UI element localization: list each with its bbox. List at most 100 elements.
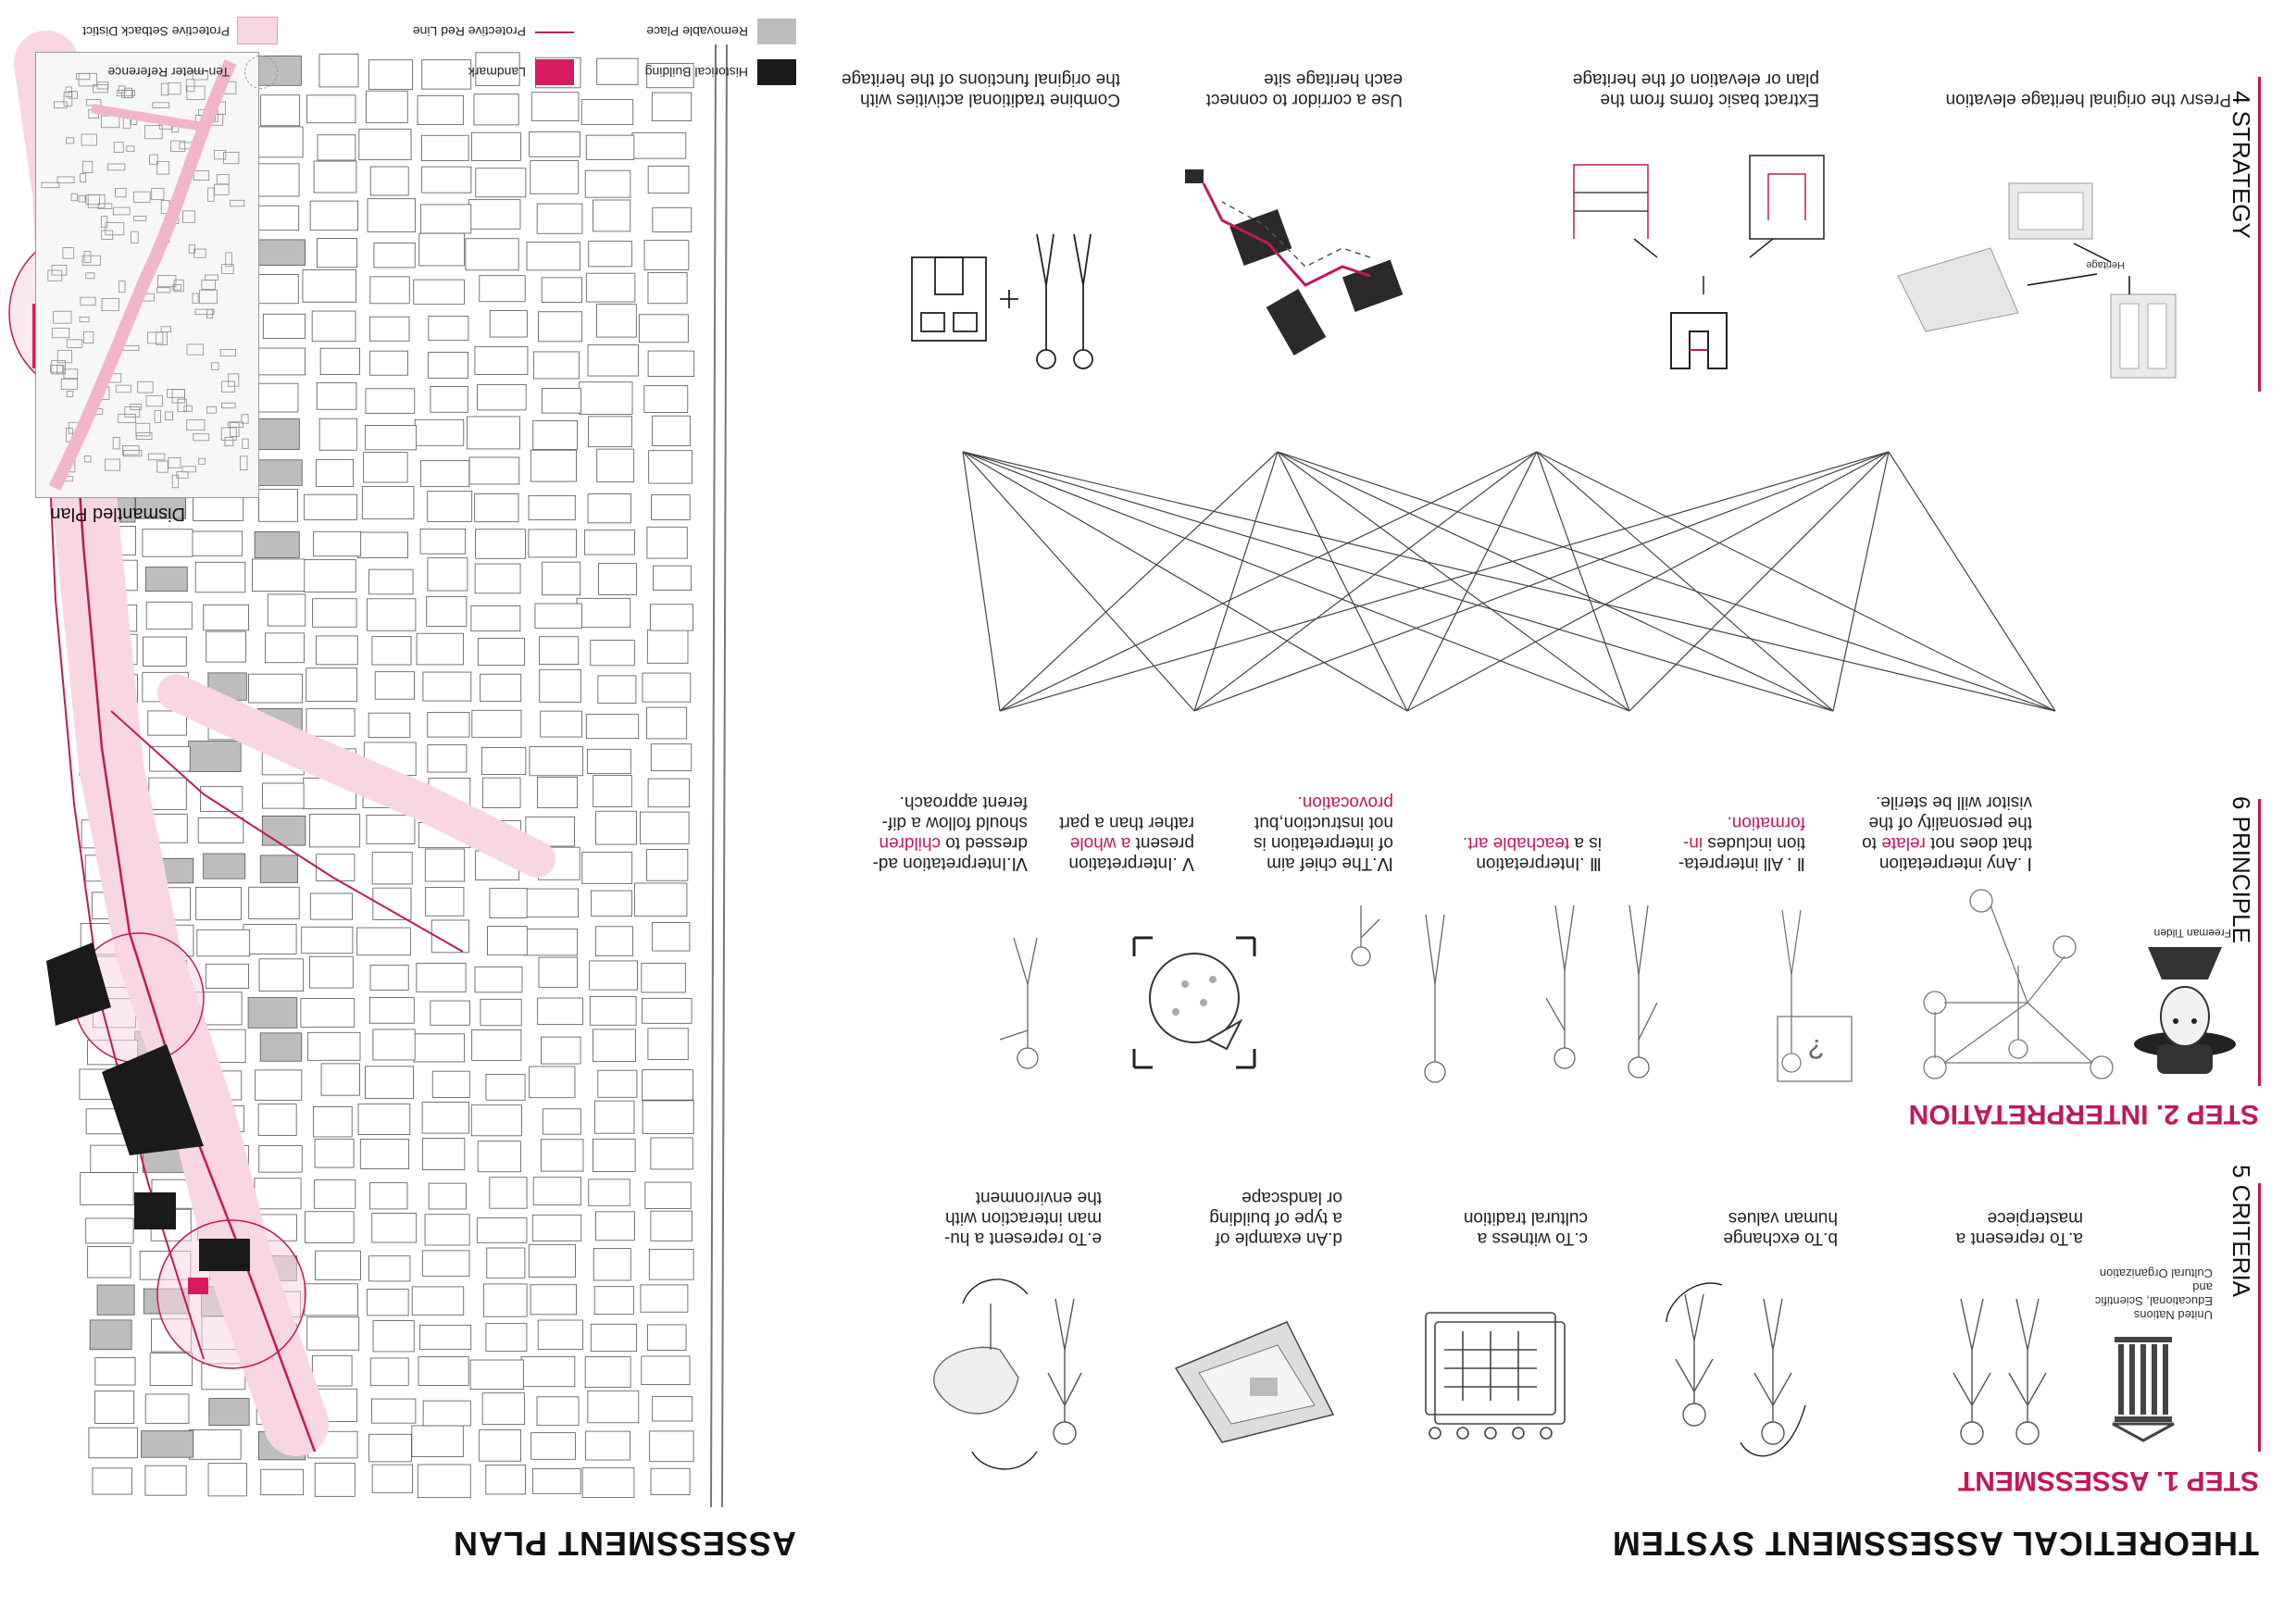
principle-2: Ⅱ . All interpreta- tion includes in- fo… [1620,812,1805,873]
legend-reference-label: Ten-meter Reference [107,65,230,80]
principle-line: rather than a part [1059,813,1194,832]
building-block [419,1324,472,1351]
building-block [144,1393,190,1424]
building-block [470,1104,522,1137]
principles-row: Freeman Tilden ? [872,780,2240,1086]
building-block [312,598,357,628]
inset-block [112,437,120,450]
criterion-d-line: or landscape [1242,1188,1342,1207]
inset-block [149,154,158,165]
building-block [588,1179,630,1206]
building-block [597,1069,638,1098]
principle-line: ferent approach. [899,792,1028,812]
building-block [585,134,635,160]
strategy-3: Use a corridor to connect each heritage … [1125,69,1403,109]
criterion-a-line: a.To represent a [1955,1229,2083,1248]
building-block [368,1255,411,1282]
inset-block [220,402,236,409]
inset-block [160,82,169,96]
inset-block [230,199,245,207]
building-block [264,632,305,664]
building-block [411,1286,465,1316]
building-block [538,956,578,988]
step2-heading: STEP 2. INTERPRETATION [1908,1099,2259,1129]
criterion-c-line: c.To witness a [1477,1229,1588,1248]
inset-block [173,279,184,293]
building-block [319,347,360,375]
inset-block [80,296,96,306]
inset-block [156,160,170,175]
building-block [306,94,356,124]
building-block [367,598,417,631]
criteria-e-figures [933,1278,1082,1470]
inset-block [219,349,236,356]
building-block [309,200,359,231]
building-block [485,1074,526,1101]
building-block [356,927,411,956]
building-block [418,232,466,267]
building-block [541,1036,581,1065]
legend-reference-swatch [244,56,278,89]
building-block [642,997,693,1024]
inset-block [239,455,248,471]
inset-block [131,231,139,243]
connection-line [1277,451,1408,712]
inset-block [87,193,106,208]
strategy-1: Presrv the original heritage elevation [1879,89,2231,109]
inset-block [171,474,180,489]
assessment-plan-title: ASSESSMENT PLAN [452,1525,796,1563]
inset-block [207,187,215,202]
inset-block [156,460,168,473]
building-block [474,493,519,523]
inset-block [156,331,168,345]
building-block [195,887,242,920]
inset-block [66,428,73,443]
building-block [92,1467,132,1495]
strategy-line: the original functions of the heritage [841,69,1120,89]
inset-block [147,453,166,461]
criterion-c: c.To witness a cultural tradition [1375,1207,1588,1248]
removable-place-block [247,997,298,1029]
principle-2-question: ? [1777,909,1853,1082]
inset-block [213,150,227,160]
strategy-2: Extract basic forms from the plan or ele… [1477,69,1819,109]
building-block [596,448,635,482]
building-block [640,1284,689,1313]
building-block [534,603,582,629]
svg-text:?: ? [1808,1033,1824,1064]
building-block [589,960,638,991]
building-block [593,1138,636,1172]
inset-block [220,427,237,441]
inset-block [121,90,133,99]
connection-line [1277,451,1630,712]
dismantled-plan-map [41,59,249,492]
inset-block [132,191,151,204]
building-block [597,675,637,705]
connection-line [1628,451,1890,712]
inset-block [54,101,68,109]
building-block [531,1468,581,1494]
strategy-line: Extract basic forms from the [1600,90,1819,109]
historical-building [134,1192,176,1229]
building-block [431,1070,470,1098]
building-block [643,385,689,413]
removable-place-block [258,418,300,450]
building-block [416,632,465,666]
principle-line: that does not relate to [1862,833,2032,853]
building-block [422,1400,471,1427]
legend-redline-swatch [535,31,574,33]
building-block [479,275,526,303]
legend-removable-label: Removable Place [646,24,748,39]
inset-block [53,310,72,324]
building-block [426,595,468,627]
building-block [643,240,690,270]
inset-block [82,331,94,344]
building-block [650,1210,693,1241]
building-block [302,269,356,303]
building-block [593,775,632,807]
building-block [650,743,693,771]
building-block [581,852,633,884]
principle-1-network [1923,889,2114,1079]
inset-block [124,405,141,418]
dismantled-plan-label: Dismantled Plan [50,504,185,524]
